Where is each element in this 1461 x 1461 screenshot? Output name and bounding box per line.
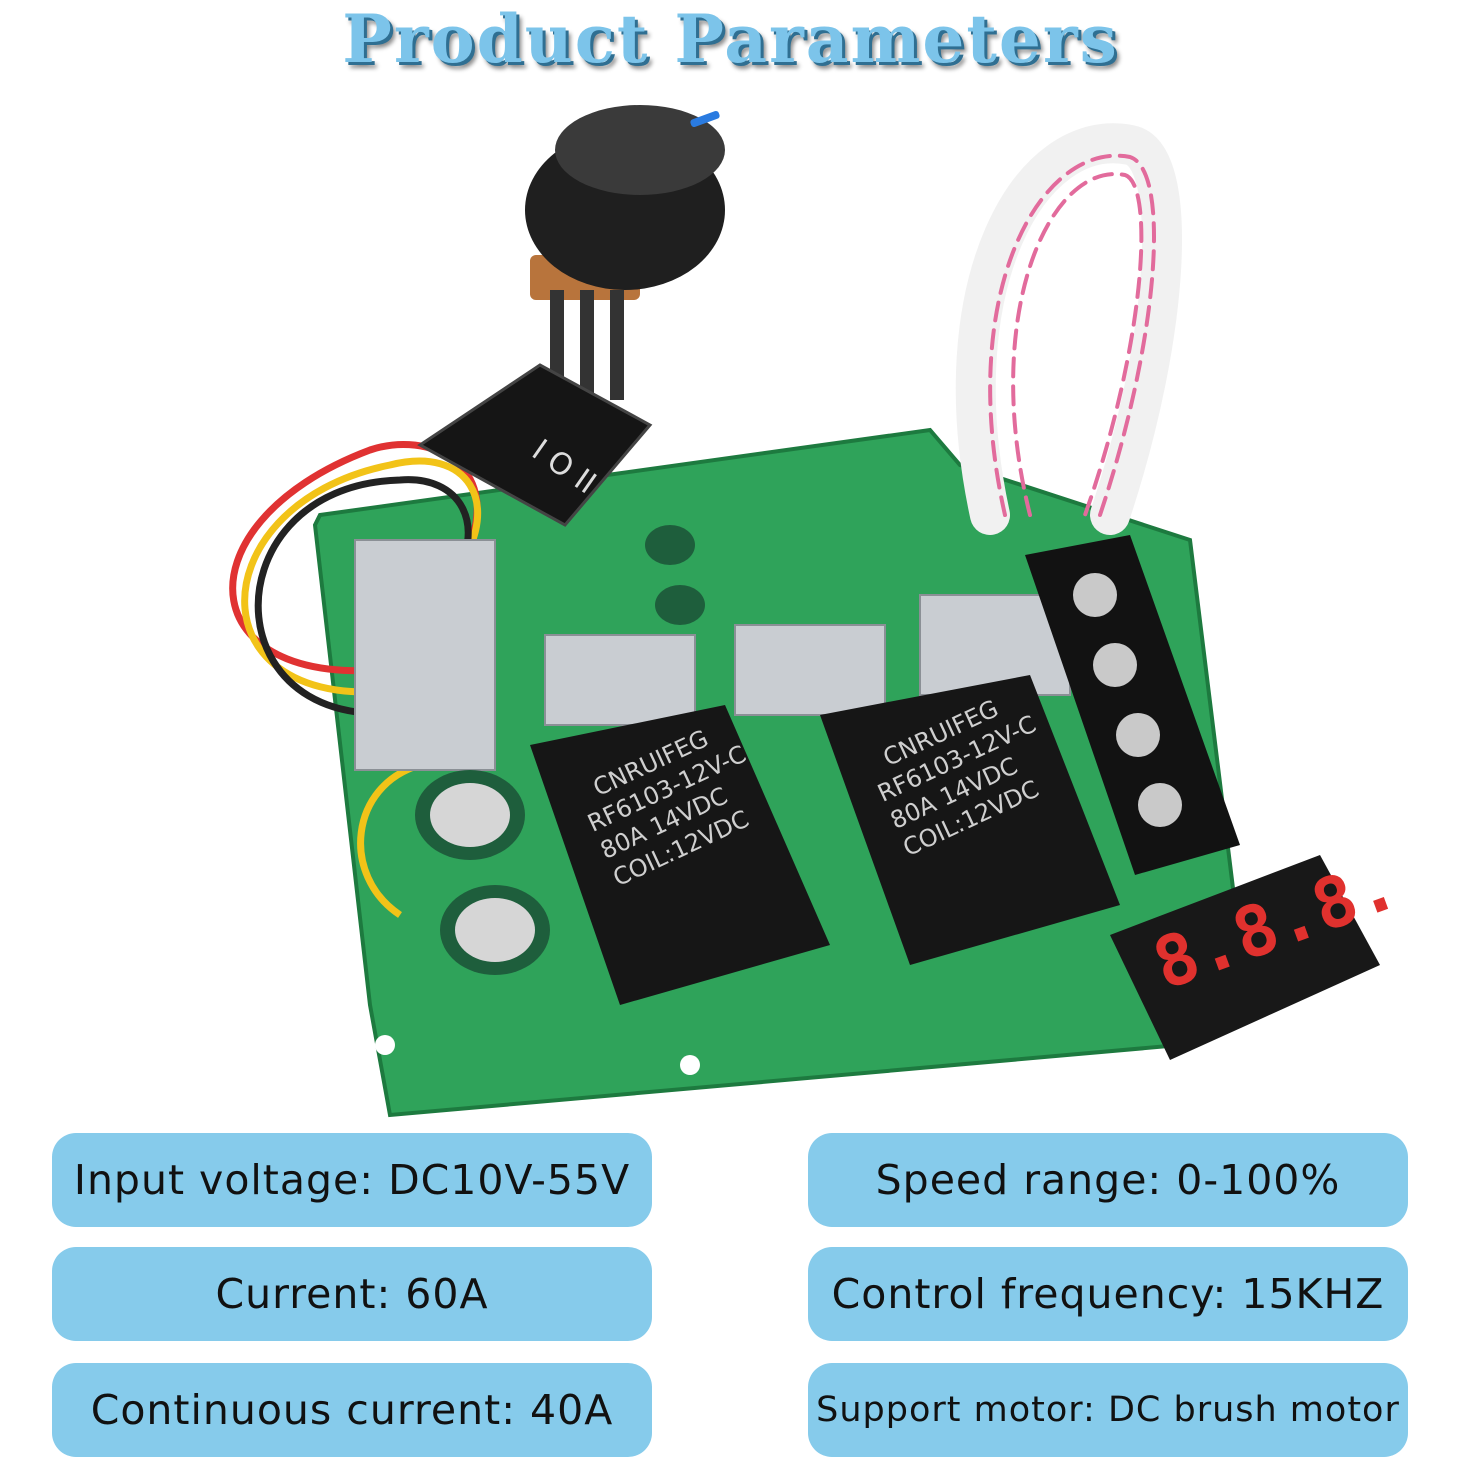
spec-control-frequency: Control frequency: 15KHZ [808, 1247, 1408, 1341]
page-title: Product Parameters [342, 0, 1119, 78]
spec-continuous-current: Continuous current: 40A [52, 1363, 652, 1457]
spec-speed-range: Speed range: 0-100% [808, 1133, 1408, 1227]
spec-input-voltage-text: Input voltage: DC10V-55V [73, 1156, 631, 1204]
rocker-switch: I O II [417, 363, 653, 527]
speed-knob [525, 105, 725, 400]
relay-right: CNRUIFEG RF6103-12V-C 80A 14VDC COIL:12V… [820, 675, 1120, 965]
spec-input-voltage: Input voltage: DC10V-55V [52, 1133, 652, 1227]
relay-left: CNRUIFEG RF6103-12V-C 80A 14VDC COIL:12V… [530, 705, 830, 1005]
capacitors [415, 525, 705, 975]
spec-control-frequency-text: Control frequency: 15KHZ [831, 1270, 1385, 1318]
ribbon-cable [955, 123, 1183, 535]
motor-controller-board-illustration: I O II CNRUIFEG RF6103-12V-C 80A 14VDC C… [229, 105, 1390, 1118]
spec-continuous-current-text: Continuous current: 40A [90, 1386, 614, 1434]
terminal-block [1025, 535, 1240, 875]
spec-support-motor-text: Support motor: DC brush motor [816, 1390, 1400, 1430]
spec-current-text: Current: 60A [215, 1270, 489, 1318]
spec-current: Current: 60A [52, 1247, 652, 1341]
spec-support-motor: Support motor: DC brush motor [808, 1363, 1408, 1457]
spec-speed-range-text: Speed range: 0-100% [875, 1156, 1341, 1204]
